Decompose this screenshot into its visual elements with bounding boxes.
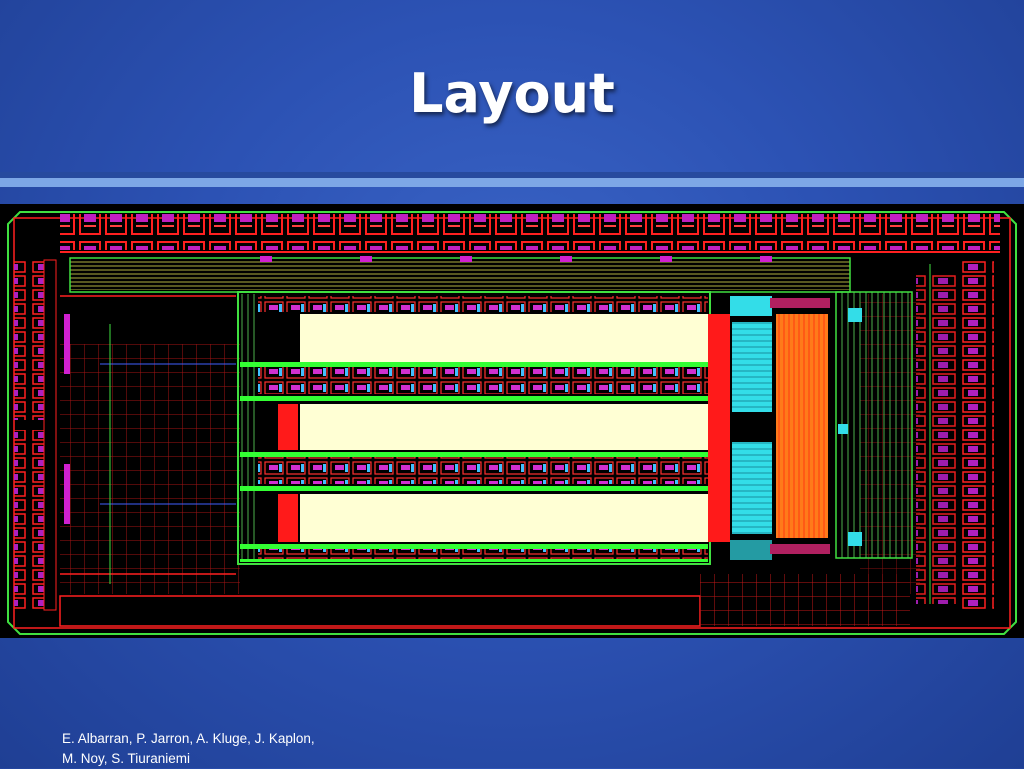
credits-line-1: E. Albarran, P. Jarron, A. Kluge, J. Kap…	[62, 731, 315, 746]
title-divider-light	[0, 178, 1024, 187]
title-divider-dark	[0, 172, 1024, 178]
slide-title: Layout	[409, 62, 615, 125]
author-credits: E. Albarran, P. Jarron, A. Kluge, J. Kap…	[62, 729, 382, 769]
credits-line-2: M. Noy, S. Tiuraniemi	[62, 751, 191, 766]
chip-layout-image	[0, 204, 1024, 638]
